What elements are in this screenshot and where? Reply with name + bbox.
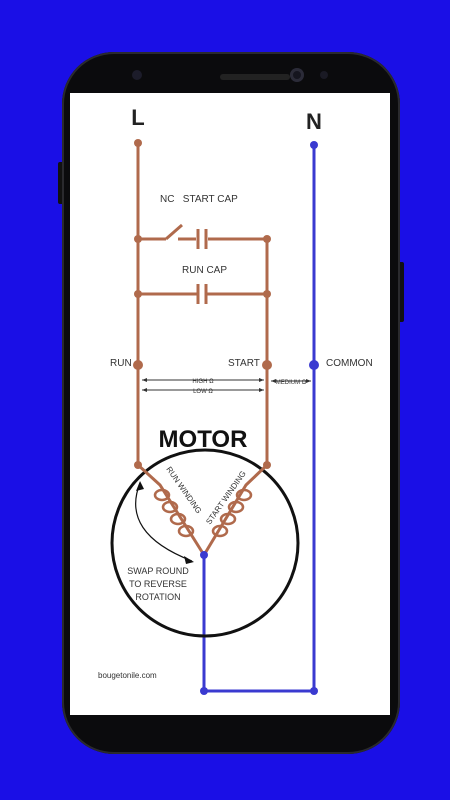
swap-arrow bbox=[135, 482, 193, 562]
low-ohm-label: LOW Ω bbox=[193, 389, 213, 395]
app-screen: L N NC START CAP RUN CAP bbox=[70, 93, 390, 715]
run-winding-label: RUN WINDING bbox=[164, 465, 203, 515]
start-winding-top-node bbox=[263, 461, 271, 469]
arrowhead bbox=[136, 481, 144, 491]
common-node bbox=[309, 360, 319, 370]
start-cap-label: NC START CAP bbox=[160, 194, 238, 205]
run-cap-left-node bbox=[134, 290, 142, 298]
run-winding bbox=[136, 365, 206, 556]
arrowhead bbox=[142, 378, 147, 382]
high-ohm-label: HIGH Ω bbox=[192, 379, 214, 385]
arrowhead bbox=[259, 378, 264, 382]
wiring-diagram: L N NC START CAP RUN CAP bbox=[98, 105, 373, 695]
camera-icon bbox=[290, 68, 304, 82]
common-label: COMMON bbox=[326, 358, 373, 369]
start-label: START bbox=[228, 358, 260, 369]
line-top-node bbox=[134, 139, 142, 147]
arrowhead bbox=[271, 379, 276, 383]
swap-text-line1: SWAP ROUND bbox=[127, 566, 189, 576]
terminal-n-label: N bbox=[306, 109, 322, 134]
arrowhead bbox=[184, 556, 194, 564]
arrowhead bbox=[259, 388, 264, 392]
neutral-top-node bbox=[310, 141, 318, 149]
start-cap-left-node bbox=[134, 235, 142, 243]
motor-housing bbox=[110, 448, 300, 638]
speaker-grille bbox=[220, 74, 290, 80]
start-winding-coils bbox=[211, 488, 253, 538]
neutral-bottom-right-node bbox=[310, 687, 318, 695]
swap-text-line2: TO REVERSE bbox=[129, 579, 187, 589]
run-winding-coils bbox=[153, 488, 195, 538]
secondary-camera-icon bbox=[320, 71, 328, 79]
run-winding-top-node bbox=[134, 461, 142, 469]
winding-junction-node bbox=[200, 551, 208, 559]
nc-switch-blade bbox=[165, 223, 183, 241]
start-winding bbox=[202, 365, 269, 556]
arrowhead bbox=[142, 388, 147, 392]
arrowhead bbox=[306, 379, 311, 383]
run-label: RUN bbox=[110, 358, 132, 369]
motor-label: MOTOR bbox=[159, 426, 248, 453]
medium-ohm-label: MEDIUM Ω bbox=[276, 380, 307, 386]
swap-text-line3: ROTATION bbox=[135, 592, 180, 602]
sensor-icon bbox=[132, 70, 142, 80]
run-cap-label: RUN CAP bbox=[182, 265, 227, 276]
terminal-l-label: L bbox=[131, 105, 144, 130]
credit-text: bougetonile.com bbox=[98, 671, 157, 680]
